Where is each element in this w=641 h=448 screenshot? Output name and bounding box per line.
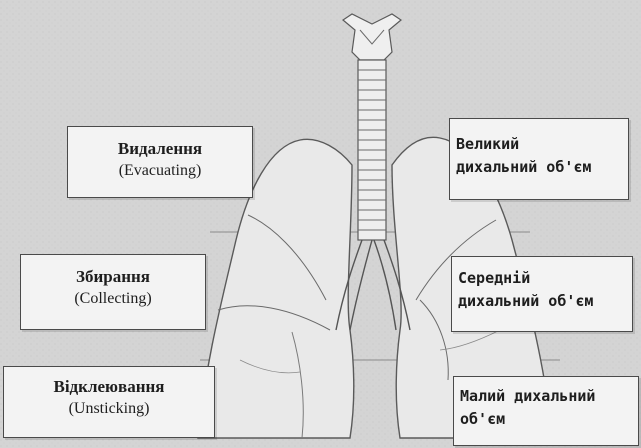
- label-small-tidal-volume: Малий дихальний об'єм: [453, 376, 639, 446]
- label-medium-tidal-volume-line1: Середній: [458, 267, 626, 290]
- label-medium-tidal-volume-line2: дихальний об'єм: [458, 290, 626, 313]
- trachea: [358, 60, 386, 240]
- label-unsticking: Відклеювання (Unsticking): [3, 366, 215, 438]
- label-unsticking-en: (Unsticking): [4, 400, 214, 418]
- label-evacuating: Видалення (Evacuating): [67, 126, 253, 198]
- label-unsticking-uk: Відклеювання: [4, 377, 214, 397]
- label-medium-tidal-volume: Середній дихальний об'єм: [451, 256, 633, 332]
- label-collecting-uk: Збирання: [21, 267, 205, 287]
- label-evacuating-uk: Видалення: [68, 139, 252, 159]
- label-collecting-en: (Collecting): [21, 290, 205, 308]
- label-large-tidal-volume: Великий дихальний об'єм: [449, 118, 629, 200]
- label-large-tidal-volume-line2: дихальний об'єм: [456, 156, 622, 179]
- label-small-tidal-volume-line2: об'єм: [460, 408, 632, 431]
- label-large-tidal-volume-line1: Великий: [456, 133, 622, 156]
- label-collecting: Збирання (Collecting): [20, 254, 206, 330]
- label-small-tidal-volume-line1: Малий дихальний: [460, 385, 632, 408]
- label-evacuating-en: (Evacuating): [68, 162, 252, 180]
